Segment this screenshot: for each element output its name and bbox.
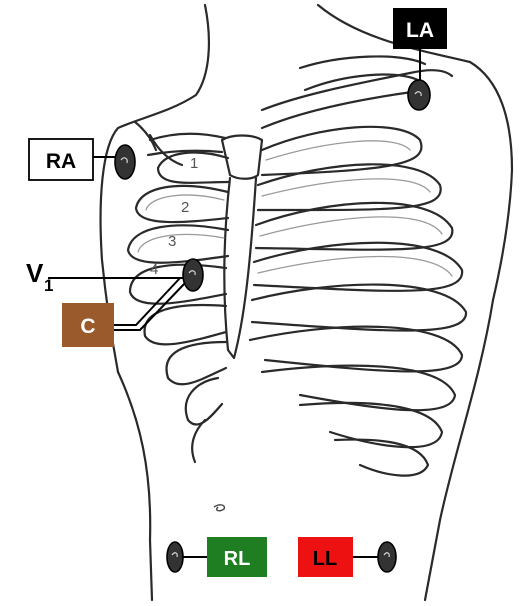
label-ll: LL xyxy=(298,537,353,577)
label-ll-text: LL xyxy=(313,548,337,570)
label-v1-main: V xyxy=(26,258,44,288)
label-ra-text: RA xyxy=(46,150,76,173)
electrode-v1 xyxy=(183,259,203,291)
rib-number-3: 3 xyxy=(168,233,176,250)
navel-mark xyxy=(214,505,224,511)
label-rl: RL xyxy=(207,537,267,577)
right-ribs xyxy=(128,153,228,462)
sternum xyxy=(222,136,262,359)
electrode-ra xyxy=(115,145,135,179)
electrode-rl xyxy=(167,542,183,572)
rib-number-1: 1 xyxy=(190,155,198,172)
label-v1-sub: 1 xyxy=(44,276,53,295)
label-c: C xyxy=(62,303,114,347)
label-v1: V 1 xyxy=(26,258,53,295)
label-ra: RA xyxy=(29,139,93,180)
label-la-text: LA xyxy=(406,19,434,42)
clavicles xyxy=(148,70,452,155)
lead-wires xyxy=(48,48,420,557)
rib-number-4: 4 xyxy=(150,261,158,278)
label-la: LA xyxy=(393,8,447,49)
label-rl-text: RL xyxy=(224,548,251,570)
electrode-ll xyxy=(378,542,396,572)
electrode-la xyxy=(408,80,430,110)
torso-outline xyxy=(101,5,512,600)
label-c-text: C xyxy=(80,315,95,338)
rib-number-2: 2 xyxy=(181,199,189,216)
